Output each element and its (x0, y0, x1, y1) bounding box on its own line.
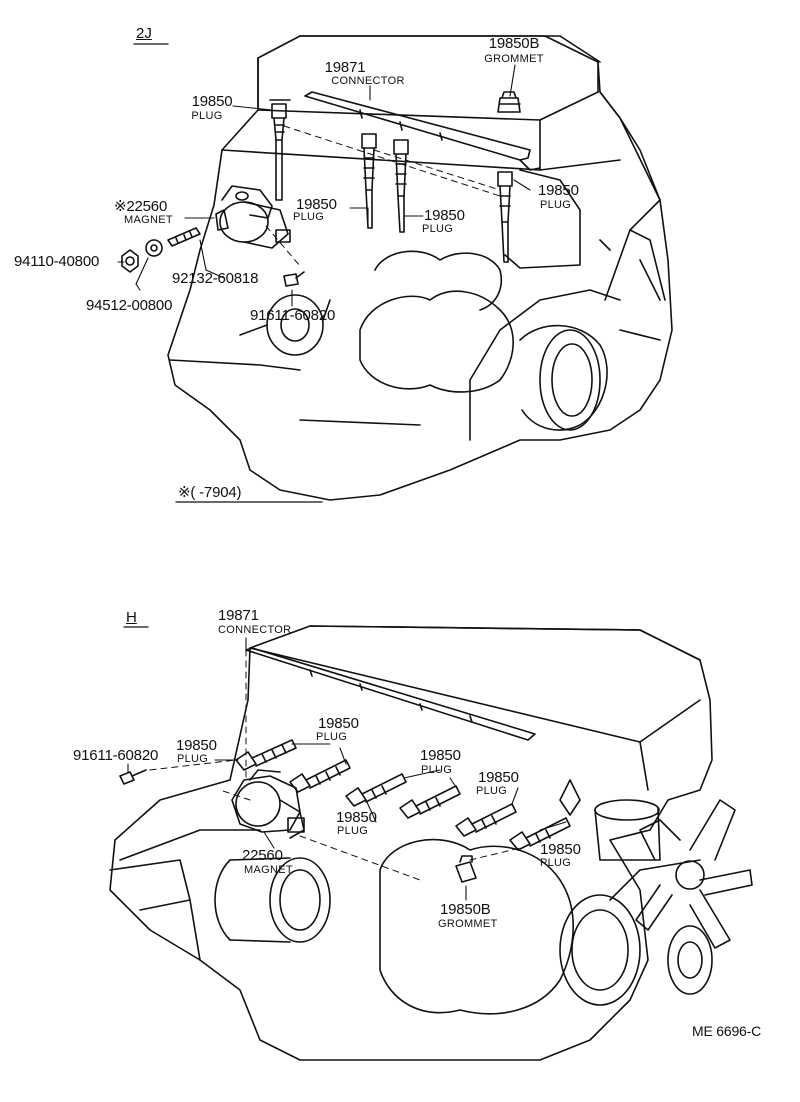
bottom-connector-strip (245, 647, 536, 781)
bottom-bolt-number: 91611-60820 (73, 747, 159, 764)
bottom-engine-outline (109, 625, 753, 1061)
bottom-glow-plug-c (345, 773, 407, 807)
top-nut (121, 249, 139, 273)
bottom-plug-c-number: 19850 (420, 747, 461, 764)
top-magnet-number: ※22560 (114, 198, 168, 215)
top-grommet-number: 19850B (488, 35, 540, 52)
bottom-glow-plug-a (235, 739, 297, 771)
bottom-grommet (455, 855, 477, 883)
top-washer-number: 94512-00800 (86, 297, 173, 314)
bottom-plug-b-name: PLUG (316, 731, 348, 743)
top-section-note: ※( -7904) (178, 484, 242, 501)
bottom-magnet-name: MAGNET (244, 864, 293, 876)
top-connector-strip (304, 91, 541, 171)
top-glow-plug-mid1 (361, 133, 377, 229)
top-plug-mid1-name: PLUG (293, 211, 325, 223)
top-bolt-number: 91611-60820 (250, 307, 336, 324)
top-plug-right-name: PLUG (540, 199, 572, 211)
bottom-plug-a-number: 19850 (176, 737, 217, 754)
bottom-plug-f-number: 19850 (540, 841, 581, 858)
top-magnet-name: MAGNET (124, 214, 173, 226)
bottom-plug-c-name: PLUG (421, 764, 453, 776)
bottom-plug-d-name: PLUG (476, 785, 508, 797)
bottom-glow-plug-e (455, 803, 517, 837)
bottom-glow-plug-b (289, 759, 351, 793)
top-glow-plug-mid2 (393, 139, 409, 233)
top-glow-plug-right (497, 171, 513, 263)
top-plug-left-name: PLUG (191, 110, 223, 122)
bottom-plug-b-number: 19850 (318, 715, 359, 732)
bottom-plug-f-name: PLUG (540, 857, 572, 869)
top-engine-outline (167, 35, 673, 501)
top-bolt (283, 271, 305, 287)
bottom-grommet-number: 19850B (440, 901, 491, 918)
bottom-grommet-name: GROMMET (438, 918, 498, 930)
top-connector-number: 19871 (324, 59, 366, 76)
bottom-plug-d-number: 19850 (478, 769, 519, 786)
top-plug-mid2-name: PLUG (422, 223, 454, 235)
top-plug-left-number: 19850 (191, 93, 233, 110)
top-stud-number: 92132-60818 (172, 270, 259, 287)
section-label-h: H (126, 609, 137, 626)
top-stud (167, 227, 201, 247)
bottom-leader-lines (127, 637, 567, 901)
top-glow-plug-left (269, 99, 291, 201)
bottom-plug-a-name: PLUG (177, 753, 209, 765)
top-washer (145, 239, 163, 257)
bottom-magnet (231, 769, 305, 839)
top-magnet (215, 185, 291, 249)
top-connector-name: CONNECTOR (331, 75, 405, 87)
top-plug-mid1-number: 19850 (296, 196, 337, 213)
top-grommet-name: GROMMET (484, 53, 544, 65)
top-nut-number: 94110-40800 (14, 253, 100, 270)
top-plug-mid2-number: 19850 (424, 207, 465, 224)
bottom-magnet-number: 22560 (242, 847, 283, 864)
bottom-connector-number: 19871 (218, 607, 259, 624)
bottom-plug-e-name: PLUG (337, 825, 369, 837)
top-dashed-guides (265, 125, 501, 267)
bottom-connector-name: CONNECTOR (218, 624, 292, 636)
bottom-plug-e-number: 19850 (336, 809, 377, 826)
top-leader-lines (117, 64, 531, 307)
section-label-2j: 2J (136, 25, 152, 42)
figure-code: ME 6696-C (692, 1023, 762, 1039)
bottom-glow-plug-d (399, 785, 461, 819)
top-grommet (497, 91, 521, 113)
bottom-dashed-guides (149, 759, 521, 881)
top-plug-right-number: 19850 (538, 182, 579, 199)
bottom-bolt (119, 769, 147, 785)
